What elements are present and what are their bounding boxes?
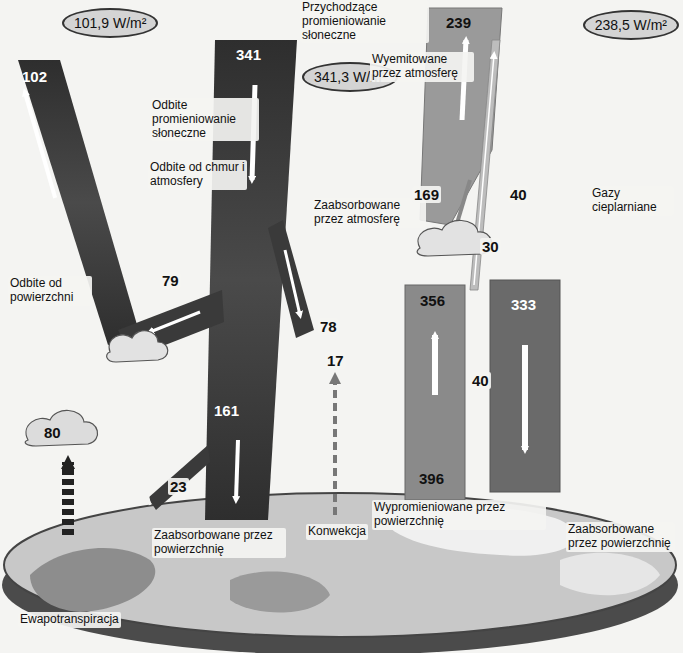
flux-value: 161 — [214, 402, 239, 419]
flow-label: Zaabsorbowane przez powierzchnię — [152, 528, 286, 558]
flow-label: Ewapotranspiracja — [18, 612, 121, 628]
flux-value: 78 — [318, 318, 339, 335]
flux-value: 79 — [160, 272, 181, 289]
flow-label: Konwekcja — [306, 524, 368, 540]
flux-value: 30 — [480, 238, 501, 255]
flow-label: Odbite od powierzchni — [8, 276, 92, 306]
value-text: 101,9 W/m² — [74, 15, 146, 31]
flux-value: 239 — [446, 14, 471, 31]
value-oval: 238,5 W/m² — [583, 10, 679, 40]
flux-value: 341 — [236, 46, 261, 63]
flow-label: Zaabsorbowane przez atmosferę — [312, 198, 426, 228]
flow-label: Wyemitowane przez atmosferę — [370, 52, 474, 82]
flux-value: 17 — [325, 352, 346, 369]
flux-value: 356 — [420, 292, 445, 309]
flux-value: 169 — [412, 186, 441, 203]
flow-label: Gazy cieplarniane — [590, 186, 674, 216]
flux-value: 80 — [44, 424, 61, 441]
flux-value: 40 — [470, 372, 491, 389]
flow-label: Zaabsorbowane przez powierzchnię — [566, 522, 675, 552]
flow-label: Przychodzące promieniowanie słoneczne — [300, 0, 429, 43]
flux-value: 333 — [511, 296, 536, 313]
flow-label: Wypromieniowane przez powierzchnię — [372, 500, 546, 530]
flux-value: 102 — [22, 68, 47, 85]
flux-value: 23 — [168, 478, 189, 495]
flux-value: 396 — [419, 470, 444, 487]
flow-label: Odbite od chmur i atmosfery — [148, 160, 247, 190]
value-text: 238,5 W/m² — [595, 17, 667, 33]
flow-label: Odbite promieniowanie słoneczne — [150, 98, 259, 141]
flux-value: 40 — [508, 186, 529, 203]
value-oval: 101,9 W/m² — [62, 8, 158, 38]
